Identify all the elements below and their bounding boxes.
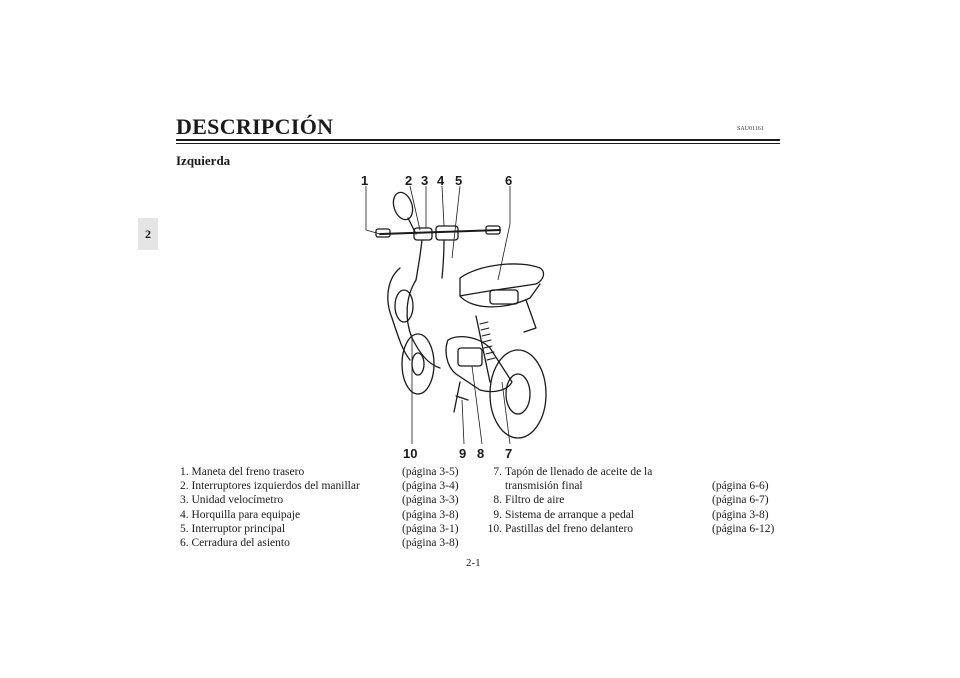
- switch-housing-shape: [413, 227, 433, 241]
- leader-line-5: [451, 185, 461, 259]
- leader-line-8: [471, 365, 483, 445]
- list-item: 10.Pastillas del freno delantero(página …: [487, 522, 775, 535]
- list-item: 8.Filtro de aire(página 6-7): [493, 494, 769, 507]
- steering-column-shape: [415, 239, 423, 281]
- callout-3: 3: [421, 173, 428, 188]
- reference-code: SAU01161: [737, 126, 764, 132]
- title-rule-thick: [176, 139, 780, 141]
- engine-case-shape: [445, 336, 513, 393]
- parts-list-left: 1. Maneta del freno trasero(página 3-5) …: [180, 465, 460, 550]
- page-title: DESCRIPCIÓN: [176, 114, 334, 139]
- headlight-shape: [394, 289, 414, 323]
- rear-shock-shape: [475, 315, 491, 383]
- rear-wheel-shape: [489, 349, 547, 439]
- leader-line-1: [365, 186, 381, 235]
- rear-hub-shape: [505, 373, 531, 415]
- front-hub-shape: [411, 352, 425, 376]
- callout-10: 10: [403, 446, 417, 458]
- list-item: 5. Interruptor principal(página 3-1): [180, 522, 459, 535]
- handlebar-shape: [379, 229, 501, 235]
- scooter-drawing: 1 2 3 4 5 6 7 8 9 10: [361, 173, 547, 458]
- leader-line-2: [409, 185, 421, 231]
- right-grip-shape: [485, 225, 501, 235]
- callout-1: 1: [361, 173, 368, 188]
- list-item: 2. Interruptores izquierdos del manillar…: [180, 480, 459, 493]
- list-item: 9.Sistema de arranque a pedal(página 3-8…: [493, 508, 769, 521]
- air-filter-shape: [457, 347, 483, 367]
- speedometer-shape: [435, 225, 459, 241]
- leader-line-7: [501, 381, 511, 445]
- list-item: 1. Maneta del freno trasero(página 3-5): [180, 466, 459, 478]
- section-heading: Izquierda: [176, 153, 231, 168]
- mirror-stem: [407, 217, 417, 235]
- list-item: 6. Cerradura del asiento(página 3-8): [180, 536, 459, 549]
- scooter-illustration: 1 2 3 4 5 6 7 8 9 10: [340, 168, 570, 458]
- chapter-tab: 2: [138, 218, 158, 250]
- callout-6: 6: [505, 173, 512, 188]
- rear-body-shape: [459, 283, 541, 308]
- list-item: 3. Unidad velocímetro(página 3-3): [180, 494, 459, 507]
- mirror-shape: [392, 191, 414, 221]
- taillight-shape: [489, 289, 519, 305]
- front-panel-shape: [441, 239, 445, 279]
- title-rule-thin: [176, 143, 780, 144]
- callout-9: 9: [459, 446, 466, 458]
- seat-shape: [459, 263, 545, 297]
- leader-line-9: [461, 399, 465, 445]
- callout-2: 2: [405, 173, 412, 188]
- kick-pedal-shape: [455, 395, 469, 401]
- page-number: 2-1: [466, 557, 481, 569]
- license-plate-holder-shape: [523, 299, 537, 333]
- callout-4: 4: [437, 173, 445, 188]
- callout-7: 7: [505, 446, 512, 458]
- callout-5: 5: [455, 173, 462, 188]
- callout-8: 8: [477, 446, 484, 458]
- list-item: 4. Horquilla para equipaje(página 3-8): [180, 508, 459, 521]
- leader-line-6: [497, 186, 511, 281]
- leader-line-4: [441, 185, 445, 227]
- front-wheel-shape: [401, 333, 435, 395]
